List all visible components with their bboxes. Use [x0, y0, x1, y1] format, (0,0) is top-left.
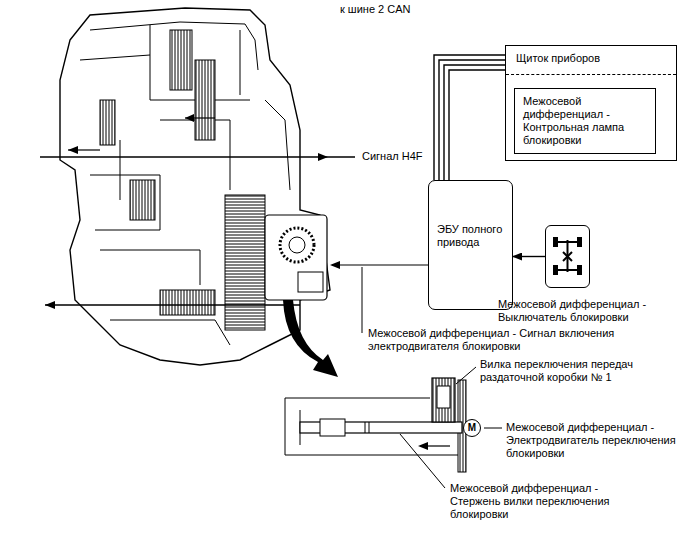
rod-groove: [365, 422, 366, 433]
rod-end: [320, 419, 345, 436]
indicator-lamp-box: Межосевой дифференциал - Контрольная лам…: [514, 88, 656, 154]
node-text: M: [468, 423, 476, 433]
shift-fork: [432, 378, 455, 422]
leader-line: [484, 428, 502, 429]
bus-label: к шине 2 CAN: [340, 3, 460, 16]
can-wire: [439, 60, 505, 180]
actuator-connector: [298, 272, 323, 292]
gear: [100, 100, 115, 145]
detail-arrow: [283, 300, 338, 377]
node-text: Щиток приборов: [516, 52, 666, 65]
actuator-gear-hub: [289, 237, 305, 253]
leader-line: [362, 267, 363, 333]
actuator-gear: [280, 228, 314, 262]
output-shaft: [40, 156, 355, 158]
signal-label: Сигнал H4F: [362, 150, 442, 163]
part-label: Вилка переключения передач раздаточной к…: [480, 358, 655, 384]
signal-arrow: [513, 256, 545, 257]
arrowhead: [185, 114, 194, 122]
motor-symbol: M: [463, 419, 481, 437]
can-wire: [444, 65, 505, 180]
gear: [160, 290, 215, 315]
4wd-icon-graphic: [546, 226, 589, 287]
4wd-lock-icon: [546, 226, 589, 287]
can-wire: [449, 70, 505, 180]
node-text: Межосевой дифференциал - Выключатель бло…: [498, 298, 670, 324]
shift-fork-inner: [437, 386, 450, 408]
leader-line: [456, 367, 476, 384]
shaft-arrow: [68, 149, 100, 150]
drive-chain: [225, 195, 265, 330]
arrowhead: [330, 261, 340, 269]
motor-signal-line: [332, 264, 428, 265]
arrowhead: [418, 442, 428, 450]
arrowhead: [318, 153, 328, 161]
node-text: Межосевой дифференциал - Контрольная лам…: [515, 89, 655, 153]
lock-switch: Межосевой дифференциал - Выключатель бло…: [545, 225, 590, 288]
part-label: Межосевой дифференциал - Электродвигател…: [506, 421, 682, 460]
node-text: ЭБУ полного привода: [429, 181, 512, 255]
part-label: Межосевой дифференциал - Сигнал включени…: [368, 327, 638, 353]
ecu-box: ЭБУ полного привода: [428, 180, 513, 310]
gear: [130, 180, 155, 220]
housing-detail: [80, 22, 290, 345]
rod-groove: [369, 422, 370, 433]
front-shaft: [45, 304, 300, 306]
direction-arrow: [425, 445, 450, 446]
dashed-divider: [506, 74, 676, 75]
instrument-panel-box: Щиток приборовМежосевой дифференциал - К…: [505, 45, 677, 161]
can-wire: [434, 55, 505, 180]
arrowhead: [45, 301, 55, 309]
actuator-housing: [265, 215, 327, 300]
part-label: Межосевой дифференциал - Стержень вилки …: [450, 482, 650, 521]
gear: [195, 60, 215, 140]
leader-line: [400, 434, 445, 488]
gear: [170, 30, 192, 90]
